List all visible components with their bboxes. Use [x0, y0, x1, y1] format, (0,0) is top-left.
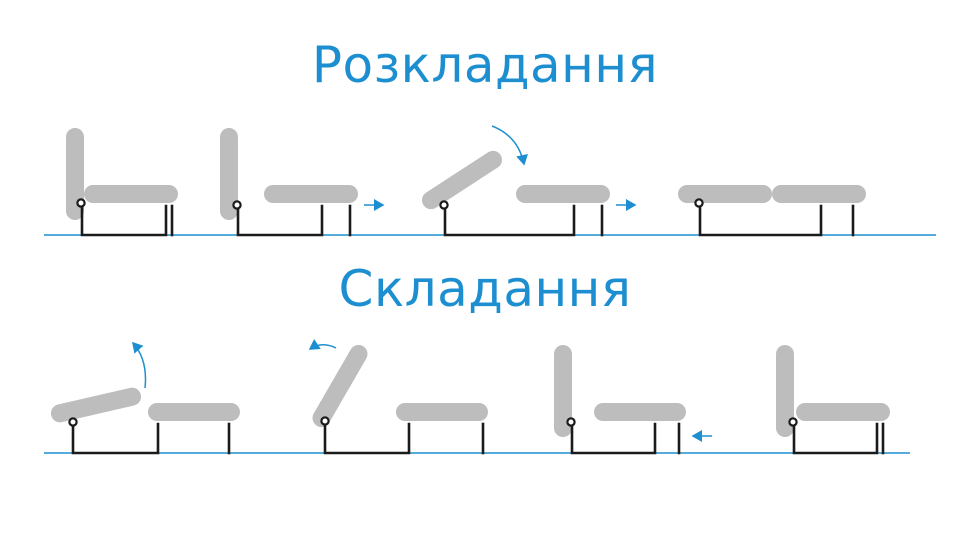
- backrest: [421, 150, 503, 210]
- base-frame: [236, 204, 324, 237]
- base-frame: [323, 422, 411, 455]
- backrest: [312, 344, 368, 428]
- hinge-icon: [76, 198, 86, 208]
- rotate-arrow-icon: [491, 125, 528, 166]
- seat-cushion: [264, 185, 358, 203]
- fold-step-2: [308, 339, 488, 455]
- rotate-arrow-icon: [308, 339, 337, 350]
- unfold-step-4: [678, 185, 866, 237]
- fold-step-1: [50, 341, 240, 455]
- backrest: [220, 128, 238, 220]
- fold-step-3: [554, 345, 712, 455]
- seat-cushion: [594, 403, 686, 421]
- unfolding-title: Розкладання: [311, 36, 659, 94]
- hinge-icon: [232, 200, 242, 210]
- seat-cushion: [796, 403, 890, 421]
- unfold-step-2: [220, 128, 385, 237]
- unfold-step-1: [66, 128, 178, 237]
- rotate-arrow-icon: [132, 341, 147, 389]
- seat-cushion: [516, 185, 610, 203]
- fold-step-4: [776, 345, 890, 455]
- base-frame: [443, 204, 576, 237]
- hinge-icon: [68, 417, 78, 427]
- hinge-icon: [788, 417, 798, 427]
- seat-cushion: [396, 403, 488, 421]
- hinge-icon: [566, 417, 576, 427]
- seat-cushion: [84, 185, 178, 203]
- base-frame: [792, 422, 879, 455]
- seat-cushion: [148, 403, 240, 421]
- unfold-step-3: [421, 125, 637, 237]
- seat-cushion: [772, 185, 866, 203]
- backrest: [66, 128, 84, 220]
- backrest: [50, 387, 142, 423]
- folding-title: Складання: [338, 260, 632, 318]
- hinge-icon: [694, 198, 704, 208]
- base-frame: [570, 422, 657, 455]
- hinge-icon: [439, 200, 449, 210]
- base-frame: [80, 204, 168, 237]
- backrest: [554, 345, 572, 437]
- base-frame: [71, 422, 160, 455]
- hinge-icon: [320, 416, 330, 426]
- backrest: [776, 345, 794, 437]
- backrest: [678, 185, 772, 203]
- base-frame: [698, 204, 823, 237]
